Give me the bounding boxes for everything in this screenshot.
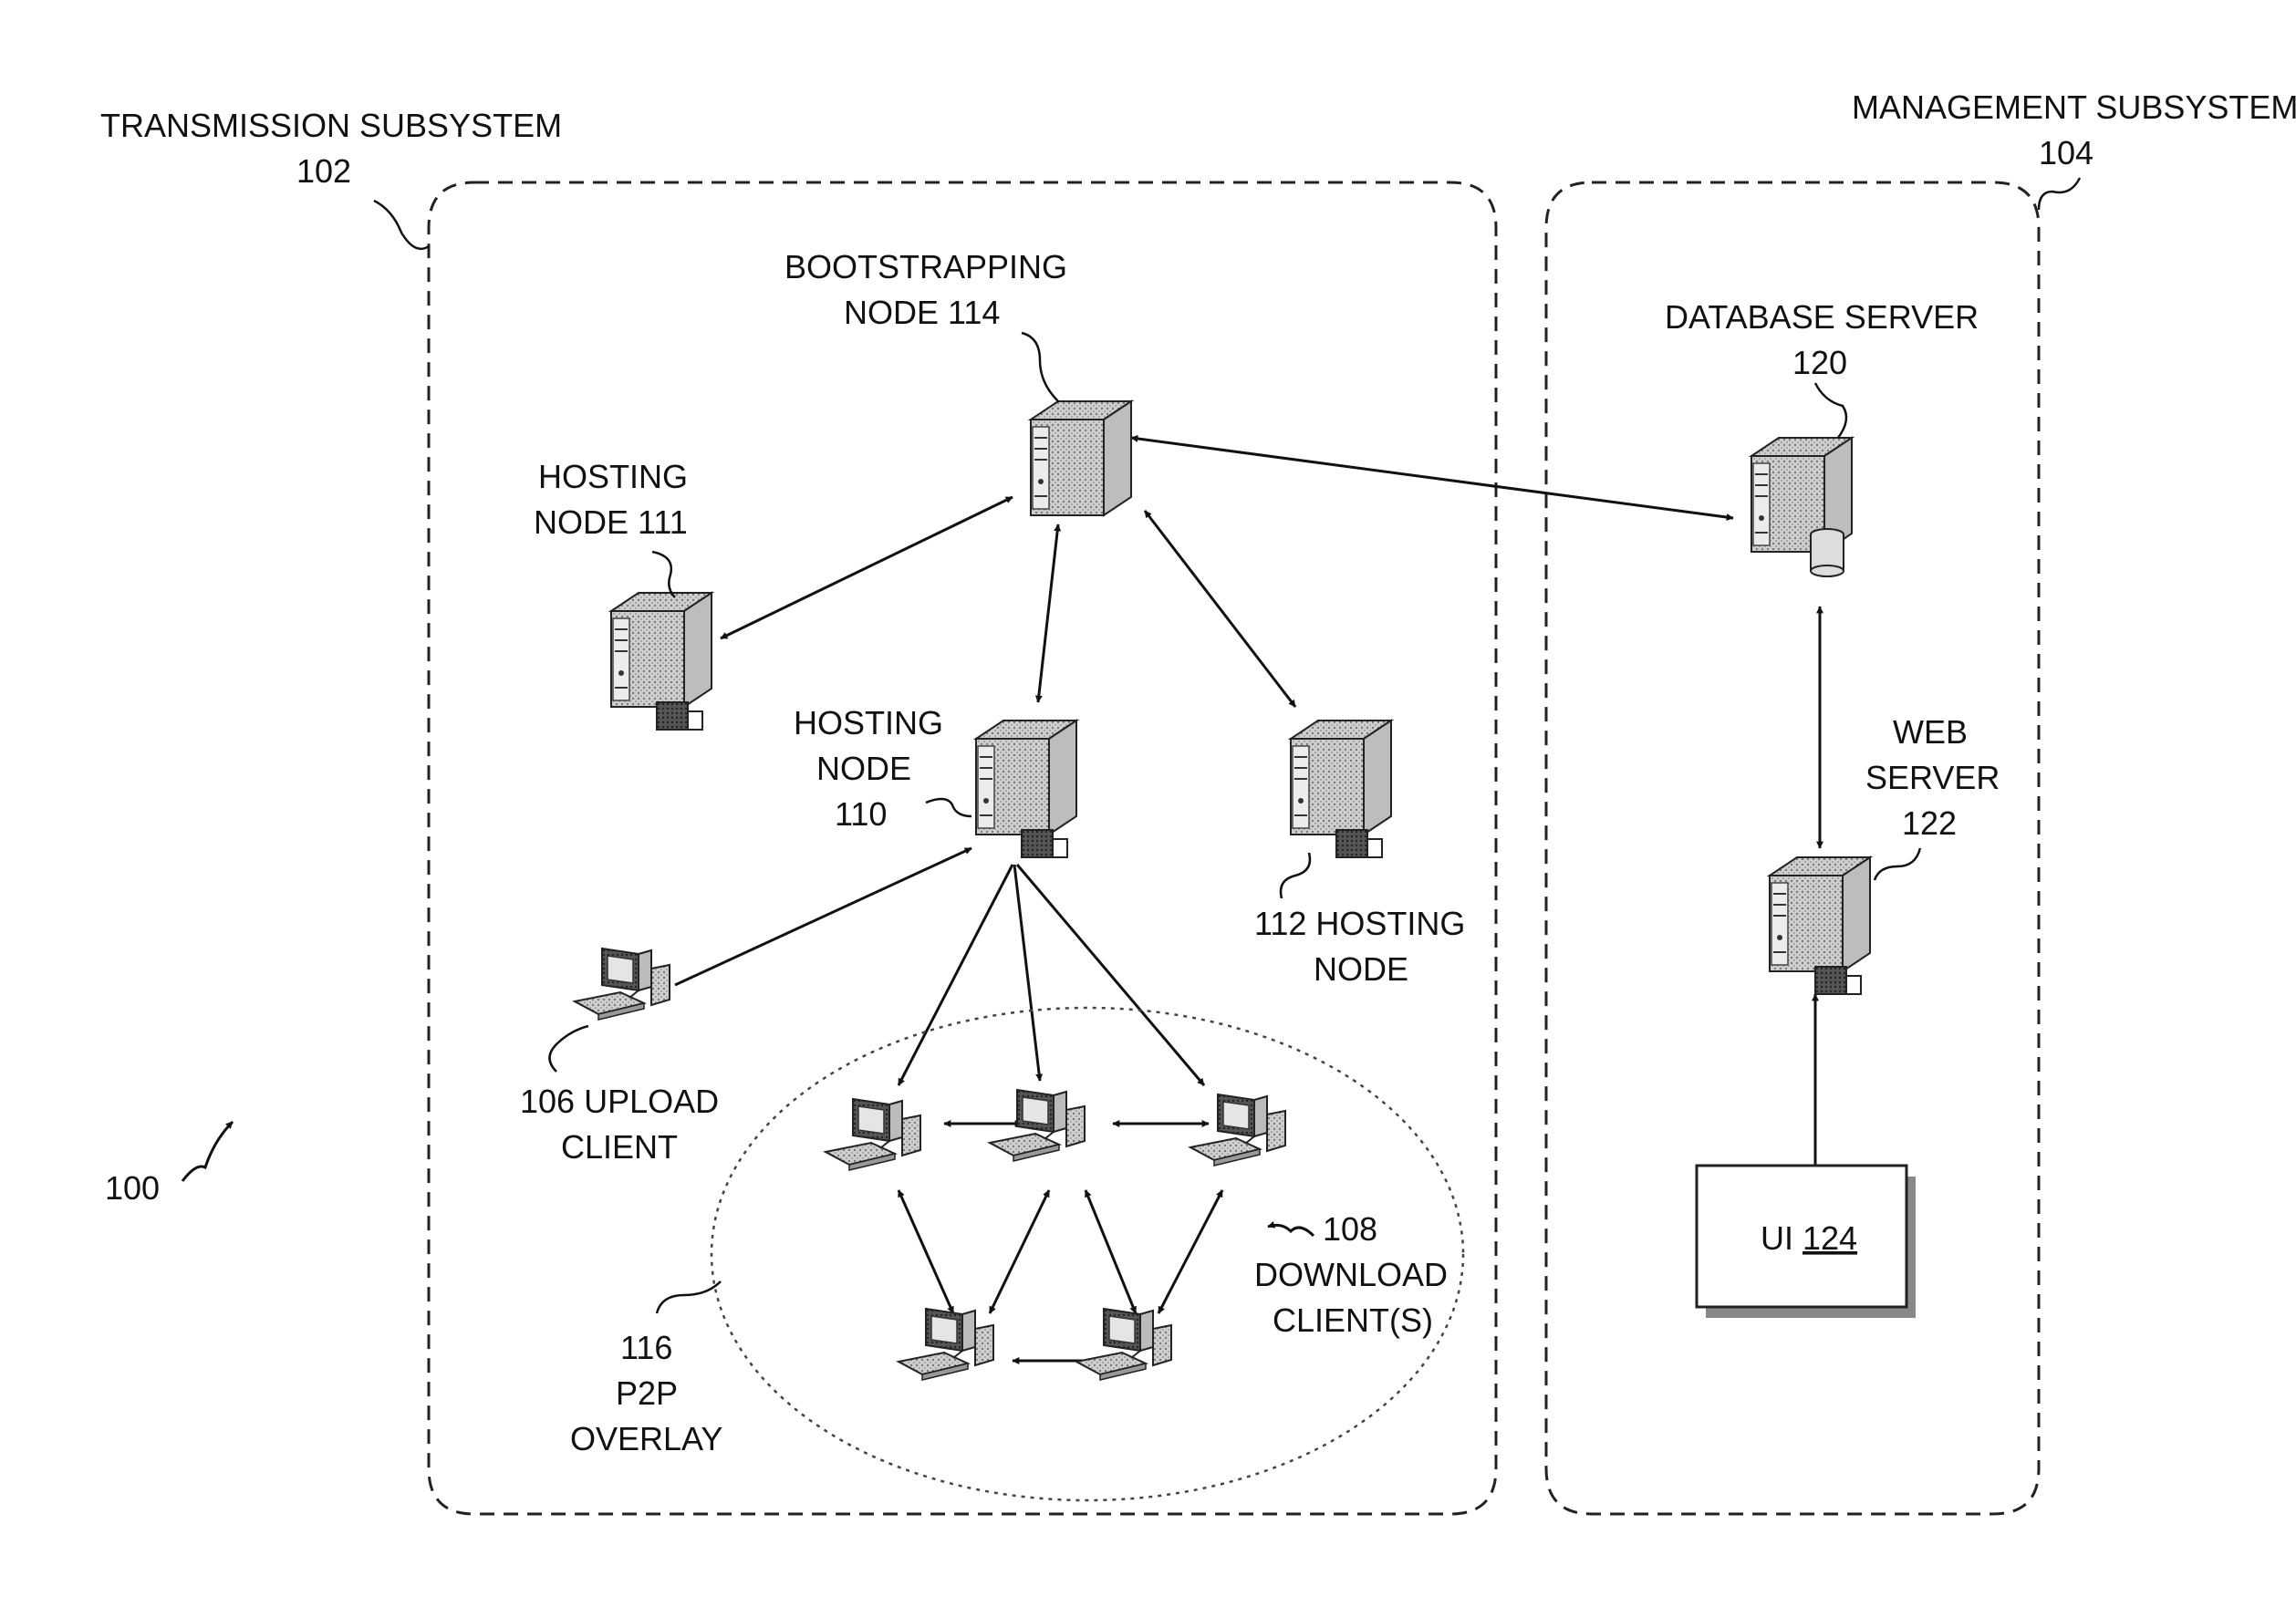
management-leader [2039, 178, 2080, 210]
ui-box [1697, 1166, 1906, 1307]
link-hosting110-pc1 [899, 865, 1013, 1085]
download-client-pc-icon-4 [899, 1309, 993, 1380]
hosting-node-110-label-1: HOSTING [794, 704, 943, 741]
p2p-link-3-5 [1158, 1190, 1222, 1313]
database-server-label-1: DATABASE SERVER [1665, 298, 1979, 336]
link-bootstrap-hosting112 [1145, 511, 1295, 707]
management-subsystem-label: MANAGEMENT SUBSYSTEM [1852, 88, 2296, 126]
transmission-leader [374, 201, 429, 249]
link-upload-hosting110 [675, 848, 971, 985]
link-bootstrap-hosting110 [1038, 524, 1058, 702]
p2p-link-2-4 [990, 1190, 1049, 1313]
figure-ref-arrow [182, 1122, 233, 1181]
bootstrapping-leader [1022, 333, 1058, 401]
web-server-label-2: SERVER [1865, 759, 2000, 796]
download-client-pc-icon-1 [826, 1099, 920, 1170]
management-subsystem-ref: 104 [2039, 134, 2093, 171]
upload-client-pc-icon [575, 949, 670, 1020]
p2p-overlay-leader [657, 1281, 721, 1313]
upload-leader [550, 1026, 589, 1072]
link-bootstrap-hosting111 [721, 497, 1013, 638]
database-server-icon [1751, 438, 1852, 576]
p2p-overlay-label-1: P2P [616, 1374, 678, 1412]
download-client-label-2: CLIENT(S) [1273, 1301, 1433, 1339]
hosting-node-112-label-1: 112 HOSTING [1254, 905, 1465, 942]
transmission-subsystem-label: TRANSMISSION SUBSYSTEM [100, 107, 562, 144]
link-hosting110-pc3 [1017, 865, 1204, 1085]
transmission-subsystem-ref: 102 [296, 152, 351, 190]
database-server-label-2: 120 [1792, 344, 1847, 381]
bootstrapping-node-server-icon [1031, 401, 1131, 515]
hosting-node-111-label-1: HOSTING [538, 458, 688, 495]
upload-client-label-1: 106 UPLOAD [520, 1083, 719, 1120]
link-bootstrap-database [1131, 438, 1733, 518]
database-leader [1815, 383, 1846, 438]
hosting-112-leader [1281, 853, 1310, 898]
download-client-pc-icon-5 [1076, 1309, 1171, 1380]
hosting-node-110-server-icon [976, 721, 1076, 857]
figure-ref: 100 [105, 1169, 160, 1207]
web-leader [1875, 848, 1920, 880]
link-hosting110-pc2 [1014, 865, 1040, 1081]
hosting-node-112-server-icon [1291, 721, 1391, 857]
hosting-node-111-server-icon [611, 593, 712, 730]
web-server-label-3: 122 [1902, 804, 1957, 842]
p2p-overlay-label-2: OVERLAY [570, 1420, 722, 1457]
download-client-label-1: DOWNLOAD [1254, 1256, 1448, 1293]
p2p-link-1-4 [899, 1190, 953, 1313]
web-server-label-1: WEB [1893, 713, 1968, 751]
hosting-node-110-label-2: NODE [816, 750, 911, 787]
download-client-ref: 108 [1323, 1210, 1377, 1248]
download-client-pc-icon-3 [1190, 1094, 1285, 1166]
web-server-icon [1770, 857, 1870, 994]
hosting-111-leader [652, 552, 675, 597]
p2p-overlay-ref: 116 [620, 1329, 672, 1366]
hosting-110-leader [926, 799, 971, 816]
hosting-node-111-label-2: NODE 111 [534, 503, 688, 541]
bootstrapping-node-label-1: BOOTSTRAPPING [784, 248, 1067, 285]
download-client-pc-icon-2 [990, 1090, 1085, 1161]
ui-label: UI124 [1761, 1219, 1857, 1257]
p2p-link-2-5 [1086, 1190, 1136, 1313]
hosting-node-112-label-2: NODE [1314, 950, 1408, 988]
download-client-arrow [1268, 1225, 1314, 1236]
upload-client-label-2: CLIENT [561, 1128, 678, 1166]
bootstrapping-node-label-2: NODE 114 [844, 294, 1000, 331]
p2p-overlay-ellipse [712, 1008, 1463, 1500]
hosting-node-110-label-3: 110 [835, 795, 887, 833]
